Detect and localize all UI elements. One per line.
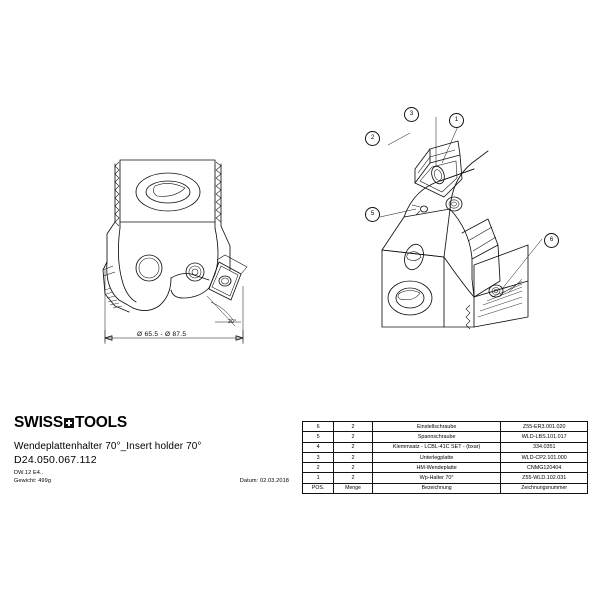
logo-text-swiss: SWISS: [14, 414, 63, 431]
table-row[interactable]: 1 2 Wp-Halter 70° Z55-WLD.102.031: [301, 472, 588, 484]
isometric-view-svg: [379, 116, 543, 330]
front-view-svg: [102, 159, 248, 344]
cell-pos: 3: [301, 451, 335, 464]
cell-desc: Klemmsatz - LCBL-41C SET - (bxar): [371, 441, 502, 453]
table-row[interactable]: 2 2 HM-Wendeplatte CNMG120404: [301, 462, 588, 474]
angle-dimension-label: 20°: [228, 319, 237, 325]
cell-desc: Einstellschraube: [371, 420, 502, 433]
balloon-3[interactable]: 3: [404, 107, 419, 122]
part-description: Wendeplattenhalter 70°_Insert holder 70°: [14, 441, 202, 452]
swiss-cross-icon: [63, 418, 74, 428]
diameter-dimension-label: Ø 65.5 - Ø 87.5: [137, 331, 187, 338]
cell-desc: Spannschraube: [371, 431, 502, 443]
parts-list-table: 6 2 Einstellschraube Z55-ER3.001.020 5 2…: [301, 420, 588, 495]
balloon-5[interactable]: 5: [365, 207, 380, 222]
cell-num: CNMG120404: [500, 462, 588, 474]
header-pos: POS.: [301, 482, 335, 495]
cell-pos: 6: [301, 420, 335, 433]
cell-qty: 2: [333, 451, 373, 464]
cell-num: WLD-LBS.101.017: [500, 431, 588, 443]
cell-qty: 2: [333, 472, 373, 484]
weight-label: Gewicht: 499g: [14, 478, 52, 484]
header-num: Zeichnungsnummer: [500, 482, 588, 495]
balloon-6[interactable]: 6: [544, 233, 559, 248]
cell-pos: 4: [301, 441, 335, 453]
cell-num: 334.0351: [500, 441, 588, 453]
cell-num: WLD-CP2.101.000: [500, 451, 588, 464]
header-desc: Bezeichnung: [371, 482, 502, 495]
cell-qty: 2: [333, 462, 373, 474]
cell-pos: 2: [301, 462, 335, 474]
parts-list-body: 6 2 Einstellschraube Z55-ER3.001.020 5 2…: [301, 420, 588, 495]
cell-pos: 1: [301, 472, 335, 484]
front-view-drawing: [95, 150, 265, 355]
cell-num: Z55-ER3.001.020: [500, 420, 588, 433]
balloon-1[interactable]: 1: [449, 113, 464, 128]
balloon-2[interactable]: 2: [365, 131, 380, 146]
cell-desc: Wp-Halter 70°: [371, 472, 502, 484]
table-row[interactable]: 4 2 Klemmsatz - LCBL-41C SET - (bxar) 33…: [301, 441, 588, 453]
cell-qty: 2: [333, 441, 373, 453]
cell-pos: 5: [301, 431, 335, 443]
cell-num: Z55-WLD.102.031: [500, 472, 588, 484]
header-qty: Menge: [333, 482, 373, 495]
title-block: SWISS TOOLS Wendeplattenhalter 70°_Inser…: [14, 414, 289, 484]
isometric-view-drawing: [352, 105, 552, 335]
table-row[interactable]: 5 2 Spannschraube WLD-LBS.101.017: [301, 431, 588, 443]
table-row[interactable]: 6 2 Einstellschraube Z55-ER3.001.020: [301, 420, 588, 433]
revision-label: DW.12 E4..: [14, 470, 44, 476]
logo-text-tools: TOOLS: [74, 414, 128, 431]
swisstools-logo: SWISS TOOLS: [14, 414, 289, 432]
cell-qty: 2: [333, 431, 373, 443]
cell-desc: HM-Wendeplatte: [371, 462, 502, 474]
date-label: Datum: 02.03.2018: [239, 478, 289, 484]
cell-qty: 2: [333, 420, 373, 433]
table-header-row: POS. Menge Bezeichnung Zeichnungsnummer: [301, 482, 588, 495]
part-number: D24.050.067.112: [14, 454, 97, 466]
table-row[interactable]: 3 2 Unterlegplatte WLD-CP2.101.000: [301, 451, 588, 464]
cell-desc: Unterlegplatte: [371, 451, 502, 464]
